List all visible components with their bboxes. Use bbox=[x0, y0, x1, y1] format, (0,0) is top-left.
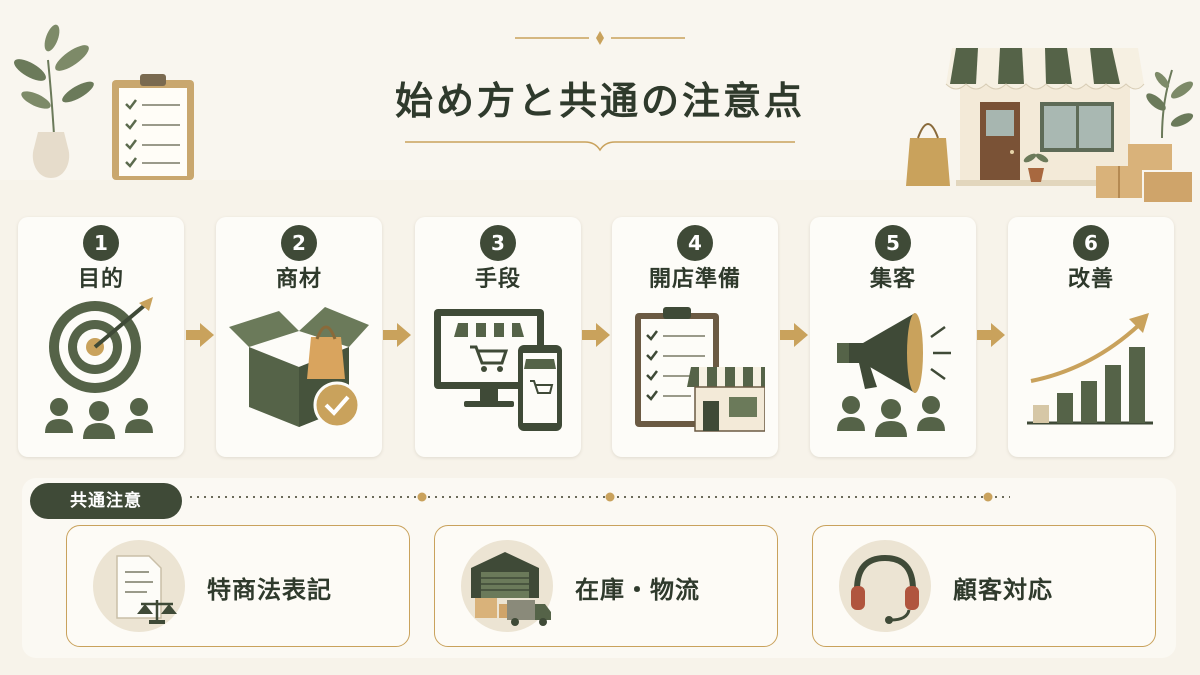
arrow-right-icon bbox=[383, 323, 411, 347]
step-card-5: 5 集客 bbox=[810, 217, 976, 457]
growth-chart-icon bbox=[1027, 313, 1153, 425]
step-number-badge: 1 bbox=[83, 225, 119, 261]
step-number-badge: 5 bbox=[875, 225, 911, 261]
step-card-4: 4 開店準備 bbox=[612, 217, 778, 457]
dotted-divider bbox=[190, 492, 1010, 502]
plant-vase-icon bbox=[14, 24, 94, 178]
arrow-right-icon bbox=[780, 323, 808, 347]
note-label: 特商法表記 bbox=[207, 576, 332, 604]
step-label: 商材 bbox=[275, 267, 322, 292]
step-card-3: 3 手段 bbox=[415, 217, 581, 457]
common-notes-badge: 共通注意 bbox=[30, 483, 182, 519]
step-card-6: 6 改善 bbox=[1008, 217, 1174, 457]
step-card-1: 1 目的 bbox=[18, 217, 184, 457]
online-store-devices-icon bbox=[434, 309, 562, 431]
step-number-badge: 2 bbox=[281, 225, 317, 261]
arrow-right-icon bbox=[582, 323, 610, 347]
note-card-logistics: 在庫・物流 bbox=[434, 525, 778, 647]
arrow-right-icon bbox=[186, 323, 214, 347]
target-audience-icon bbox=[45, 297, 153, 439]
step-label: 改善 bbox=[1067, 267, 1114, 292]
step-number-badge: 4 bbox=[677, 225, 713, 261]
step-number-badge: 3 bbox=[480, 225, 516, 261]
product-box-icon bbox=[229, 307, 369, 429]
headset-icon bbox=[851, 554, 919, 624]
step-card-2: 2 商材 bbox=[216, 217, 382, 457]
step-number-badge: 6 bbox=[1073, 225, 1109, 261]
legal-document-scale-icon bbox=[116, 555, 177, 624]
checklist-store-icon bbox=[635, 307, 765, 432]
note-label: 顧客対応 bbox=[953, 576, 1053, 604]
step-label: 開店準備 bbox=[648, 267, 741, 292]
step-label: 手段 bbox=[474, 267, 521, 292]
clipboard-checklist-icon bbox=[112, 74, 194, 180]
warehouse-truck-icon bbox=[471, 552, 551, 626]
note-card-support: 顧客対応 bbox=[812, 525, 1156, 647]
step-label: 集客 bbox=[869, 267, 916, 292]
arrow-right-icon bbox=[977, 323, 1005, 347]
storefront-illustration bbox=[906, 48, 1194, 202]
title-ornament-top bbox=[515, 31, 685, 45]
page-title: 始め方と共通の注意点 bbox=[394, 79, 805, 123]
title-ornament-bottom bbox=[405, 141, 795, 152]
note-card-legal: 特商法表記 bbox=[66, 525, 410, 647]
step-label: 目的 bbox=[77, 267, 124, 292]
title-area: 始め方と共通の注意点 bbox=[330, 28, 870, 158]
note-label: 在庫・物流 bbox=[575, 576, 700, 604]
megaphone-people-icon bbox=[837, 313, 951, 437]
